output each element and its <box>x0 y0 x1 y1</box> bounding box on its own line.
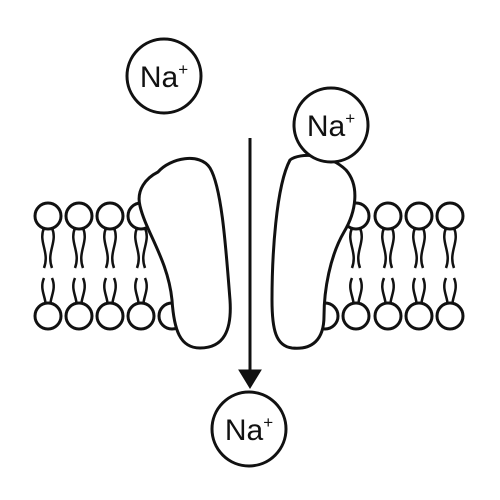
ion-symbol: Na <box>225 414 264 447</box>
ion-charge: + <box>263 413 273 432</box>
sodium-ion-top-right <box>292 86 370 164</box>
ion-label-top-left: Na+ <box>140 60 188 94</box>
ion-symbol: Na <box>140 61 179 94</box>
ion-label-top-right: Na+ <box>307 109 355 143</box>
sodium-ion-bottom <box>210 390 288 468</box>
ion-charge: + <box>178 60 188 79</box>
ion-charge: + <box>345 109 355 128</box>
left-lipid-tails <box>41 227 148 315</box>
sodium-ion-top-left <box>125 37 203 115</box>
ion-label-bottom: Na+ <box>225 413 273 447</box>
right-lipid-tails <box>349 227 457 315</box>
channel-protein-right <box>270 153 357 350</box>
channel-protein-left <box>137 156 232 350</box>
transport-arrowhead <box>238 369 262 389</box>
ion-symbol: Na <box>307 110 346 143</box>
